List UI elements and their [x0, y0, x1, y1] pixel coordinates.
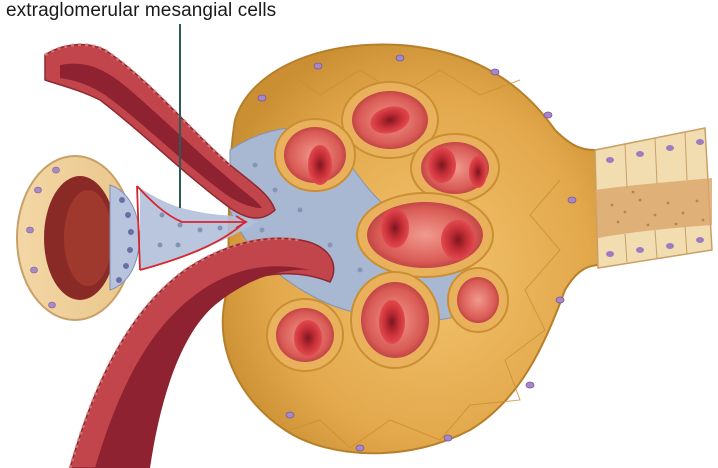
extraglomerular-mesangial-cells-label: extraglomerular mesangial cells: [6, 0, 277, 21]
macula-densa: [109, 184, 141, 291]
extraglomerular-mesangial-cells: [136, 185, 258, 271]
proximal-tubule: [594, 127, 713, 269]
efferent-arteriole: [44, 43, 276, 219]
glomerular-capillaries: [266, 81, 509, 372]
distal-tubule: [16, 155, 141, 321]
afferent-arteriole: [68, 236, 335, 468]
